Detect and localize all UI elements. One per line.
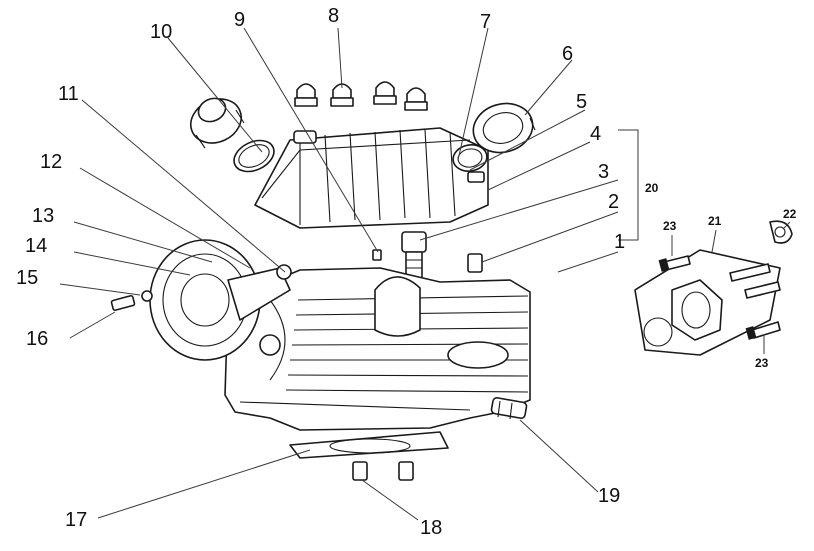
- callout-20: 20: [645, 181, 659, 195]
- callout-17: 17: [65, 509, 87, 531]
- callout-10: 10: [150, 21, 172, 43]
- callout-7: 7: [480, 11, 491, 33]
- callout-13: 13: [32, 205, 54, 227]
- manifold-bolts: [658, 255, 781, 340]
- callout-14: 14: [25, 235, 47, 257]
- callout-19: 19: [598, 485, 620, 507]
- callout-5: 5: [576, 91, 587, 113]
- valve-cap-left: [190, 97, 245, 149]
- callout-15: 15: [16, 267, 38, 289]
- side-bolt: [110, 290, 153, 312]
- callout-23b: 23: [755, 356, 769, 370]
- callout-9: 9: [234, 9, 245, 31]
- cylinder-head: [224, 267, 531, 431]
- callout-3: 3: [598, 161, 609, 183]
- callout-4: 4: [590, 123, 601, 145]
- callout-18: 18: [420, 517, 442, 539]
- manifold-studs: [729, 263, 781, 299]
- spark-plug: [401, 231, 427, 281]
- callout-1: 1: [614, 231, 625, 253]
- cam-side-cover: [149, 239, 292, 361]
- acorn-nuts: [294, 81, 428, 111]
- o-ring-right: [452, 144, 488, 172]
- callout-labels: 1 2 3 4 5 6 7 8 9 10 11 12 13 14 15 16 1…: [16, 5, 797, 539]
- callout-2: 2: [608, 191, 619, 213]
- oil-fitting: [490, 397, 528, 420]
- callout-23a: 23: [663, 219, 677, 233]
- o-ring-left: [233, 139, 275, 173]
- callout-21: 21: [708, 214, 722, 228]
- leader-lines: [59, 27, 791, 521]
- head-gasket: [289, 431, 449, 459]
- manifold-clip: [769, 220, 793, 244]
- dowel-pins: [352, 253, 483, 481]
- callout-16: 16: [26, 328, 48, 350]
- cylinder-head-cover: [254, 127, 489, 229]
- callout-8: 8: [328, 5, 339, 27]
- callout-22: 22: [783, 207, 797, 221]
- callout-11: 11: [58, 83, 79, 105]
- small-pin: [372, 249, 382, 261]
- callout-12: 12: [40, 151, 62, 173]
- callout-6: 6: [562, 43, 573, 65]
